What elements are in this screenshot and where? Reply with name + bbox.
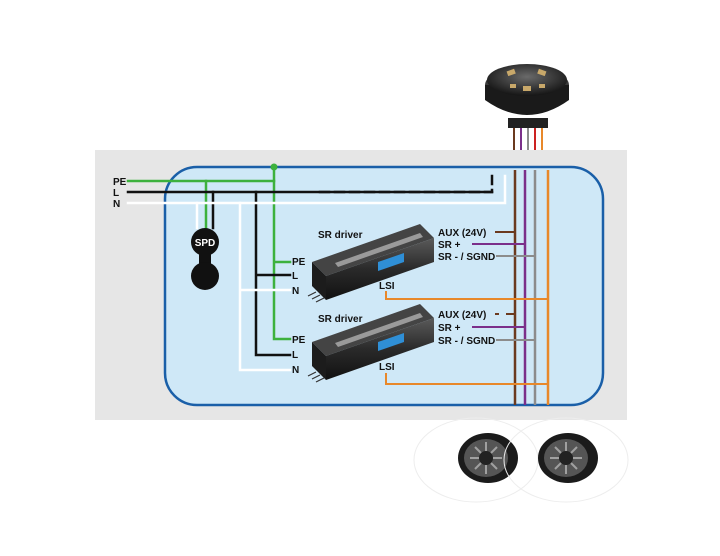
pe-junction: [270, 163, 278, 171]
mains-wires: [126, 165, 507, 372]
mains-l-label: L: [113, 188, 119, 199]
line-wire-drop: [254, 190, 292, 357]
driver-1-lsi-label: LSI: [379, 281, 395, 292]
driver-1-srminus-label: SR - / SGND: [438, 252, 495, 263]
driver-2-n-label: N: [292, 365, 299, 376]
sensor-right-image: [503, 417, 629, 503]
driver-1-aux-label: AUX (24V): [438, 228, 486, 239]
driver-1-body: [307, 224, 434, 303]
sensor-left-image: [413, 417, 539, 503]
driver-2-lsi-label: LSI: [379, 362, 395, 373]
driver-2-title: SR driver: [318, 314, 363, 325]
driver-2-srminus-label: SR - / SGND: [438, 336, 495, 347]
line-wire-dashed: [318, 174, 494, 194]
driver-1-n-label: N: [292, 286, 299, 297]
driver-1-pe-label: PE: [292, 257, 306, 268]
driver-2-pe-label: PE: [292, 335, 306, 346]
spd-device: SPD: [191, 228, 219, 290]
driver-1-srplus-label: SR +: [438, 240, 461, 251]
driver-2-l-label: L: [292, 350, 298, 361]
mains-pe-label: PE: [113, 177, 127, 188]
driver-1-title: SR driver: [318, 230, 363, 241]
driver-1-signal-wires: [385, 231, 548, 300]
driver-2: SR driver PE L N LSI AUX (24V) SR + SR -…: [292, 304, 548, 385]
neutral-wire-drop: [238, 201, 292, 372]
signal-bus: [513, 170, 550, 405]
driver-2-srplus-label: SR +: [438, 323, 461, 334]
driver-2-aux-label: AUX (24V): [438, 310, 486, 321]
neutral-wire: [126, 174, 507, 205]
receptacle-socket-image: [485, 64, 569, 150]
driver-1-l-label: L: [292, 271, 298, 282]
mains-n-label: N: [113, 199, 120, 210]
pe-wire-drop: [272, 179, 292, 341]
driver-1: SR driver PE L N LSI AUX (24V) SR + SR -…: [292, 224, 548, 303]
spd-label: SPD: [195, 238, 216, 249]
driver-2-signal-wires: [385, 313, 548, 385]
driver-2-body: [307, 304, 434, 383]
